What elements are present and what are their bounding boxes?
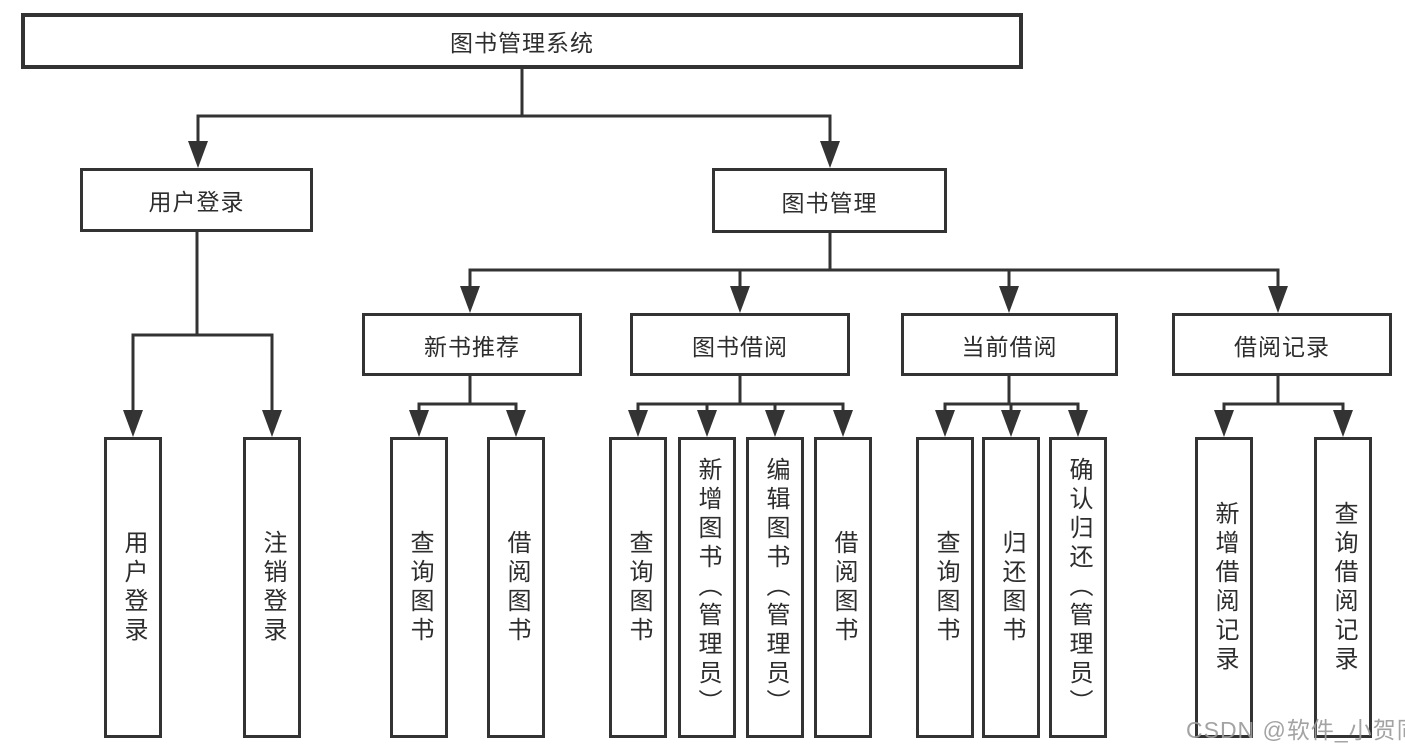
- node-label: 确认归还（管理员）: [1065, 457, 1092, 718]
- node-leaf-user-login: 用户登录: [104, 437, 162, 738]
- node-label: 借阅图书: [830, 529, 857, 646]
- node-label: 新书推荐: [424, 333, 520, 360]
- node-label: 注销登录: [259, 529, 286, 646]
- node-label: 用户登录: [148, 189, 245, 215]
- node-book-management: 图书管理: [712, 168, 947, 233]
- node-label: 图书借阅: [692, 333, 788, 360]
- node-new-book-recommend: 新书推荐: [362, 313, 582, 376]
- node-label: 借阅记录: [1234, 333, 1330, 360]
- node-label: 新增借阅记录: [1211, 500, 1238, 675]
- node-label: 图书管理系统: [450, 30, 594, 56]
- node-leaf-edit-books-admin: 编辑图书（管理员）: [746, 437, 804, 738]
- node-label: 借阅图书: [503, 529, 530, 646]
- node-leaf-query-books-1: 查询图书: [390, 437, 448, 738]
- node-label: 编辑图书（管理员）: [762, 457, 789, 718]
- node-borrow-records: 借阅记录: [1172, 313, 1392, 376]
- node-leaf-borrow-books-2: 借阅图书: [814, 437, 872, 738]
- node-leaf-return-books: 归还图书: [982, 437, 1040, 738]
- node-current-borrowing: 当前借阅: [901, 313, 1118, 376]
- node-label: 新增图书（管理员）: [694, 457, 721, 718]
- node-label: 查询图书: [625, 529, 652, 646]
- node-leaf-add-books-admin: 新增图书（管理员）: [678, 437, 736, 738]
- node-label: 查询借阅记录: [1330, 500, 1357, 675]
- node-label: 图书管理: [781, 189, 878, 216]
- node-label: 查询图书: [406, 529, 433, 646]
- node-label: 用户登录: [120, 529, 147, 646]
- node-leaf-add-borrow-record: 新增借阅记录: [1195, 437, 1253, 738]
- node-user-login: 用户登录: [80, 168, 313, 232]
- node-leaf-query-books-2: 查询图书: [609, 437, 667, 738]
- node-label: 归还图书: [998, 529, 1025, 646]
- node-label: 当前借阅: [961, 333, 1058, 360]
- node-root-system: 图书管理系统: [21, 13, 1023, 69]
- node-book-borrowing: 图书借阅: [630, 313, 850, 376]
- node-leaf-confirm-return-admin: 确认归还（管理员）: [1049, 437, 1107, 738]
- node-leaf-query-borrow-record: 查询借阅记录: [1314, 437, 1372, 738]
- node-leaf-logout: 注销登录: [243, 437, 301, 738]
- node-leaf-borrow-books-1: 借阅图书: [487, 437, 545, 738]
- watermark-text: CSDN @软件_小贺同学: [1186, 717, 1405, 743]
- node-leaf-query-books-3: 查询图书: [916, 437, 974, 738]
- node-label: 查询图书: [932, 529, 959, 646]
